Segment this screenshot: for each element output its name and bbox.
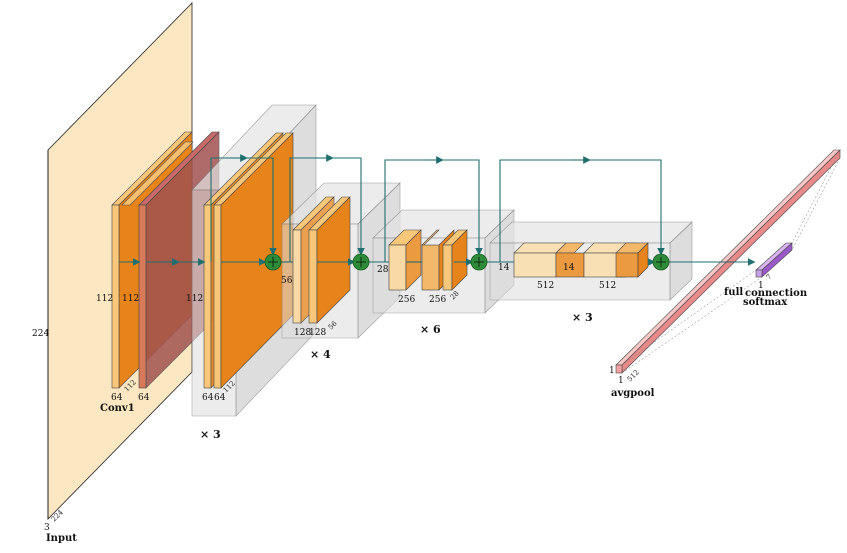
stage2-repeat: × 4 [310, 348, 331, 361]
avgpool-size-a: 1 [609, 366, 615, 376]
add-node-stage3 [470, 253, 488, 271]
conv1-ch-a: 64 [111, 393, 123, 403]
skip-connections [210, 154, 665, 262]
add-nodes [264, 253, 670, 271]
fc-label-full: full [724, 287, 743, 298]
stage2-ch-b: 128 [309, 328, 326, 338]
stage2-size: 56 [281, 276, 293, 286]
stage3-ch-a: 256 [398, 295, 415, 305]
conv1-name: Conv1 [100, 403, 135, 414]
stage4-ch-b: 512 [599, 281, 616, 291]
stage1-size: 112 [186, 294, 203, 304]
add-node-stage2 [352, 253, 370, 271]
stage3-size: 28 [377, 265, 389, 275]
fc-channels: 7 [765, 273, 774, 282]
avgpool-channels: 512 [626, 368, 641, 383]
input-name-label: Input [46, 533, 77, 544]
stage4-size-b: 14 [563, 263, 575, 273]
add-node-stage4 [652, 253, 670, 271]
stage4-block: 14 14 512 512 × 3 [489, 221, 693, 324]
stage4-ch-a: 512 [537, 281, 554, 291]
stage3-repeat: × 6 [420, 323, 441, 336]
input-channels-label: 3 [44, 523, 50, 533]
stage1-repeat: × 3 [200, 428, 221, 441]
stage3-depth: 28 [449, 289, 461, 301]
stage2-ch-a: 128 [294, 328, 311, 338]
fc-size: 1 [758, 281, 764, 291]
stage4-size-a: 14 [498, 263, 510, 273]
stage1-ch-a: 64 [202, 393, 214, 403]
add-node-stage1 [264, 253, 282, 271]
stage4-repeat: × 3 [572, 311, 593, 324]
fc-label-softmax: softmax [743, 297, 788, 308]
conv1-size-b: 112 [122, 294, 139, 304]
fc-label-connection: connection [745, 288, 808, 299]
conv1-ch-b: 64 [138, 393, 150, 403]
stage3-ch-b: 256 [429, 295, 446, 305]
fc-softmax-layer: 1 7 full connection softmax [621, 149, 841, 374]
stage1-ch-b: 64 [214, 393, 226, 403]
avgpool-name: avgpool [611, 388, 655, 399]
avgpool-size-b: 1 [618, 376, 624, 386]
input-height-label: 224 [32, 329, 49, 339]
conv1-size-a: 112 [96, 294, 113, 304]
